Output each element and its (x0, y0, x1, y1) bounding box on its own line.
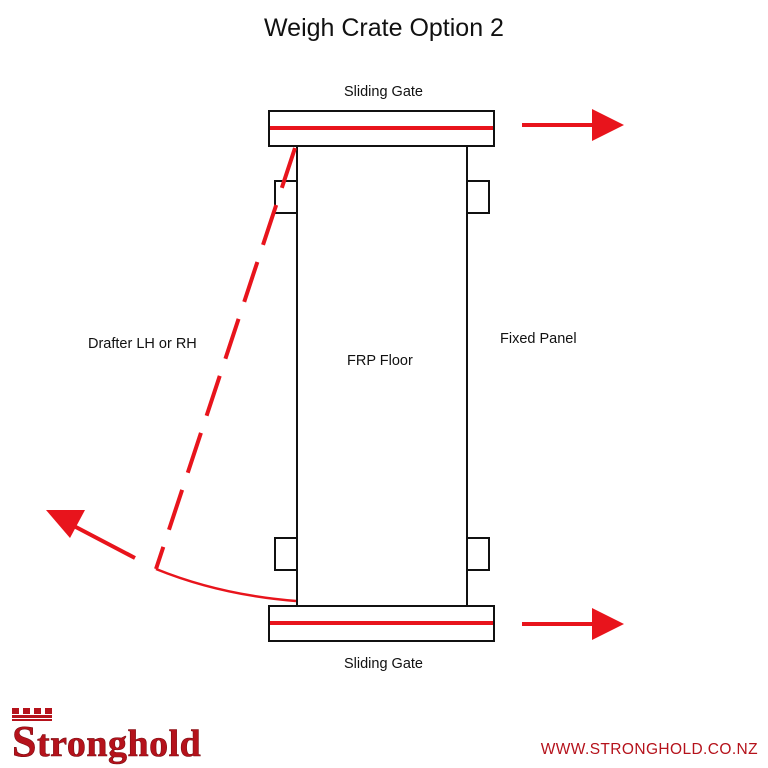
bracket-bottom-right (466, 537, 490, 571)
bracket-bottom-left (274, 537, 298, 571)
diagram-title: Weigh Crate Option 2 (264, 14, 504, 42)
logo-rest: tronghold (36, 723, 202, 765)
bracket-top-right (466, 180, 490, 214)
arrow-drafter-icon (46, 510, 136, 560)
bracket-top-left (274, 180, 298, 214)
drafter-swing-arc (155, 567, 297, 603)
arrow-bottom-right-icon (522, 608, 624, 640)
stronghold-logo: Stronghold (12, 706, 262, 765)
bottom-gate-label: Sliding Gate (344, 656, 423, 672)
arrow-top-right-icon (522, 109, 624, 141)
top-gate-label: Sliding Gate (344, 84, 423, 100)
website-url: WWW.STRONGHOLD.CO.NZ (540, 741, 758, 758)
crate-body (296, 145, 468, 608)
fixed-panel-label: Fixed Panel (500, 331, 577, 347)
drafter-gate-dashed-line (154, 147, 297, 570)
castle-tower-icon (12, 708, 52, 721)
logo-wordmark: Stronghold (12, 719, 202, 765)
logo-initial: S (12, 717, 37, 766)
floor-label: FRP Floor (347, 353, 413, 369)
drafter-label: Drafter LH or RH (88, 336, 197, 352)
